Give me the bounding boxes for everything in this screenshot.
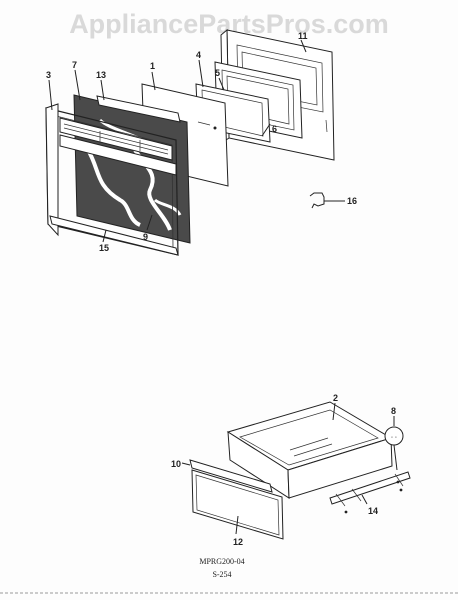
page-code-label: S-254 <box>212 570 231 579</box>
drawer-front-panel <box>191 469 284 540</box>
door-hinge <box>309 192 345 209</box>
callout-2: 2 <box>333 393 338 403</box>
drawer-trim-strip <box>181 459 273 493</box>
callout-15: 15 <box>99 243 109 253</box>
svg-text:◦ ◦: ◦ ◦ <box>391 435 397 441</box>
callout-1: 1 <box>150 61 155 71</box>
callout-4: 4 <box>196 50 201 60</box>
door-front-frame <box>45 103 179 256</box>
callout-14: 14 <box>368 506 378 516</box>
callout-8: 8 <box>391 406 396 416</box>
callout-numbers: 1 2 3 4 5 6 7 8 9 10 11 12 13 14 15 16 <box>46 31 396 547</box>
leader-lines <box>48 39 368 535</box>
drawer-body <box>226 401 393 499</box>
storage-drawer-assembly: ◦ ◦ <box>181 401 411 540</box>
callout-3: 3 <box>46 70 51 80</box>
callout-6: 6 <box>272 124 277 134</box>
callout-9: 9 <box>143 232 148 242</box>
drawer-slide-rail <box>329 471 411 514</box>
callout-5: 5 <box>215 68 220 78</box>
callout-10: 10 <box>171 459 181 469</box>
drawer-glide-roller: ◦ ◦ <box>384 416 404 471</box>
callout-7: 7 <box>72 60 77 70</box>
model-code-label: MPRG200-04 <box>199 557 244 566</box>
callout-13: 13 <box>96 70 106 80</box>
callout-12: 12 <box>233 537 243 547</box>
oven-door-assembly <box>45 28 345 256</box>
callout-16: 16 <box>347 196 357 206</box>
diagram-footer: MPRG200-04 S-254 <box>0 557 458 594</box>
callout-11: 11 <box>298 31 308 41</box>
door-spacer-frame <box>96 95 181 123</box>
